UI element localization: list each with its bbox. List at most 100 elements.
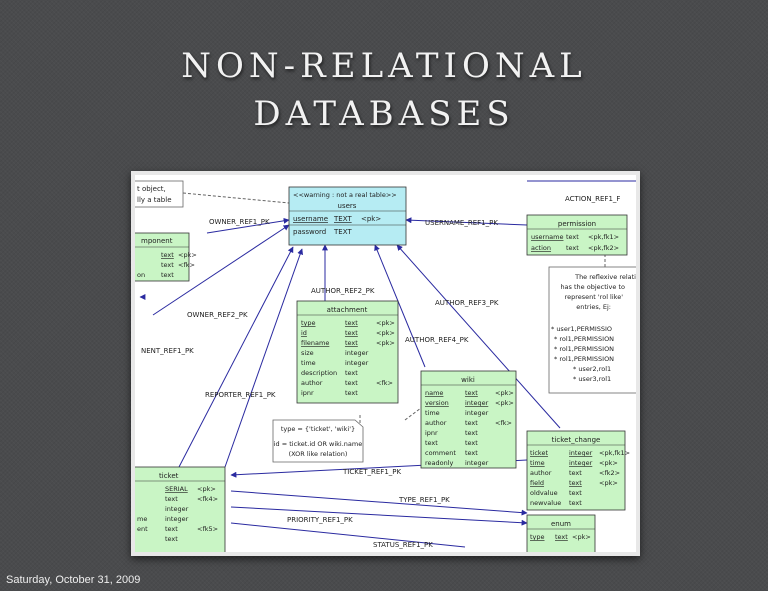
svg-text:text: text [345,369,358,377]
svg-text:<pk>: <pk> [495,399,514,407]
svg-text:* user2,rol1: * user2,rol1 [573,365,611,373]
svg-text:username: username [531,233,564,241]
svg-text:entries, Ej:: entries, Ej: [576,303,611,311]
label-reporter-ref1: REPORTER_REF1_PK [205,391,276,399]
svg-text:text: text [345,329,358,337]
svg-text:text: text [161,271,174,279]
svg-text:password: password [293,228,326,236]
er-diagram-image: t object, lly a table <<warning : not a … [131,171,640,556]
svg-text:comment: comment [425,449,456,457]
svg-text:integer: integer [569,459,593,467]
svg-text:text: text [345,379,358,387]
svg-text:<pk>: <pk> [376,329,395,337]
svg-text:<fk>: <fk> [376,379,393,387]
svg-text:(XOR like relation): (XOR like relation) [289,450,348,458]
svg-text:<fk5>: <fk5> [197,525,218,533]
table-wiki: wiki name text <pk> version integer <pk>… [420,370,517,469]
table-ticket-change: ticket_change ticket integer <pk,fk1> ti… [526,430,630,511]
svg-text:text: text [465,389,478,397]
svg-text:text: text [566,233,579,241]
svg-text:t object,: t object, [137,185,166,193]
svg-text:type: type [530,533,545,541]
svg-text:id: id [301,329,307,337]
svg-text:represent 'rol like': represent 'rol like' [565,293,624,301]
note-top-left: t object, lly a table [135,180,184,208]
svg-text:mponent: mponent [141,237,173,245]
note-type-xor: type = {'ticket', 'wiki'} id = ticket.id… [272,419,364,463]
svg-text:enum: enum [551,520,571,528]
svg-text:type = {'ticket', 'wiki'}: type = {'ticket', 'wiki'} [281,425,355,433]
svg-text:wiki: wiki [461,376,475,384]
svg-text:<fk2>: <fk2> [599,469,620,477]
note-reflexive-relation: The reflexive relati has the objective t… [548,266,636,394]
label-owner-ref1: OWNER_REF1_PK [209,218,270,226]
svg-text:text: text [161,251,174,259]
svg-text:The reflexive relati: The reflexive relati [574,273,636,281]
svg-text:oldvalue: oldvalue [530,489,558,497]
svg-text:<fk>: <fk> [178,261,195,269]
svg-text:text: text [569,499,582,507]
svg-text:ipnr: ipnr [301,389,314,397]
label-author-ref2: AUTHOR_REF2_PK [311,287,375,295]
svg-text:type: type [301,319,316,327]
svg-text:text: text [465,419,478,427]
svg-text:<pk,fk1>: <pk,fk1> [599,449,630,457]
svg-text:text: text [165,495,178,503]
svg-text:time: time [425,409,440,417]
svg-text:* rol1,PERMISSION: * rol1,PERMISSION [554,355,614,363]
svg-text:author: author [425,419,447,427]
svg-text:time: time [530,459,545,467]
svg-text:text: text [465,449,478,457]
svg-text:author: author [301,379,323,387]
svg-text:text: text [345,339,358,347]
svg-text:name: name [425,389,443,397]
svg-text:username: username [293,215,328,223]
svg-text:<pk,fk1>: <pk,fk1> [588,233,619,241]
svg-text:on: on [137,271,145,279]
svg-text:field: field [530,479,544,487]
svg-text:<pk,fk2>: <pk,fk2> [588,244,619,252]
svg-text:integer: integer [465,459,489,467]
table-permission: permission username text <pk,fk1> action… [526,214,628,256]
svg-text:version: version [425,399,449,407]
svg-text:* rol1,PERMISSION: * rol1,PERMISSION [554,335,614,343]
er-diagram: t object, lly a table <<warning : not a … [135,180,636,552]
svg-text:integer: integer [165,505,189,513]
svg-text:permission: permission [558,220,596,228]
svg-text:text: text [345,389,358,397]
svg-text:text: text [425,439,438,447]
label-author-ref4: AUTHOR_REF4_PK [405,336,469,344]
svg-text:<<warning : not a real table>>: <<warning : not a real table>> [293,191,397,199]
svg-text:ticket: ticket [530,449,548,457]
svg-text:<pk>: <pk> [599,479,618,487]
svg-text:description: description [301,369,337,377]
svg-text:text: text [569,469,582,477]
svg-text:lly a table: lly a table [137,196,172,204]
svg-text:<pk>: <pk> [495,389,514,397]
svg-text:TEXT: TEXT [333,215,352,223]
svg-text:ent: ent [137,525,148,533]
svg-text:text: text [161,261,174,269]
svg-text:ticket_change: ticket_change [552,436,601,444]
svg-text:<pk>: <pk> [376,319,395,327]
svg-text:me: me [137,515,147,523]
label-action-ref: ACTION_REF1_F [565,195,620,203]
svg-text:has the objective to: has the objective to [560,283,625,291]
svg-text:size: size [301,349,314,357]
label-owner-ref2: OWNER_REF2_PK [187,311,248,319]
slide-title-line-2: DATABASES [253,94,515,134]
svg-text:author: author [530,469,552,477]
svg-text:<pk>: <pk> [376,339,395,347]
svg-text:integer: integer [345,359,369,367]
svg-text:text: text [465,429,478,437]
svg-text:* user3,rol1: * user3,rol1 [573,375,611,383]
svg-text:action: action [531,244,551,252]
label-username-ref1: USERNAME_REF1_PK [425,219,498,227]
svg-text:<fk4>: <fk4> [197,495,218,503]
label-author-ref3: AUTHOR_REF3_PK [435,299,499,307]
svg-text:newvalue: newvalue [530,499,561,507]
svg-text:time: time [301,359,316,367]
table-ticket: ticket SERIAL <pk> text <fk4> integer me… [135,466,226,552]
slide-footer-date: Saturday, October 31, 2009 [6,574,141,586]
svg-text:integer: integer [345,349,369,357]
